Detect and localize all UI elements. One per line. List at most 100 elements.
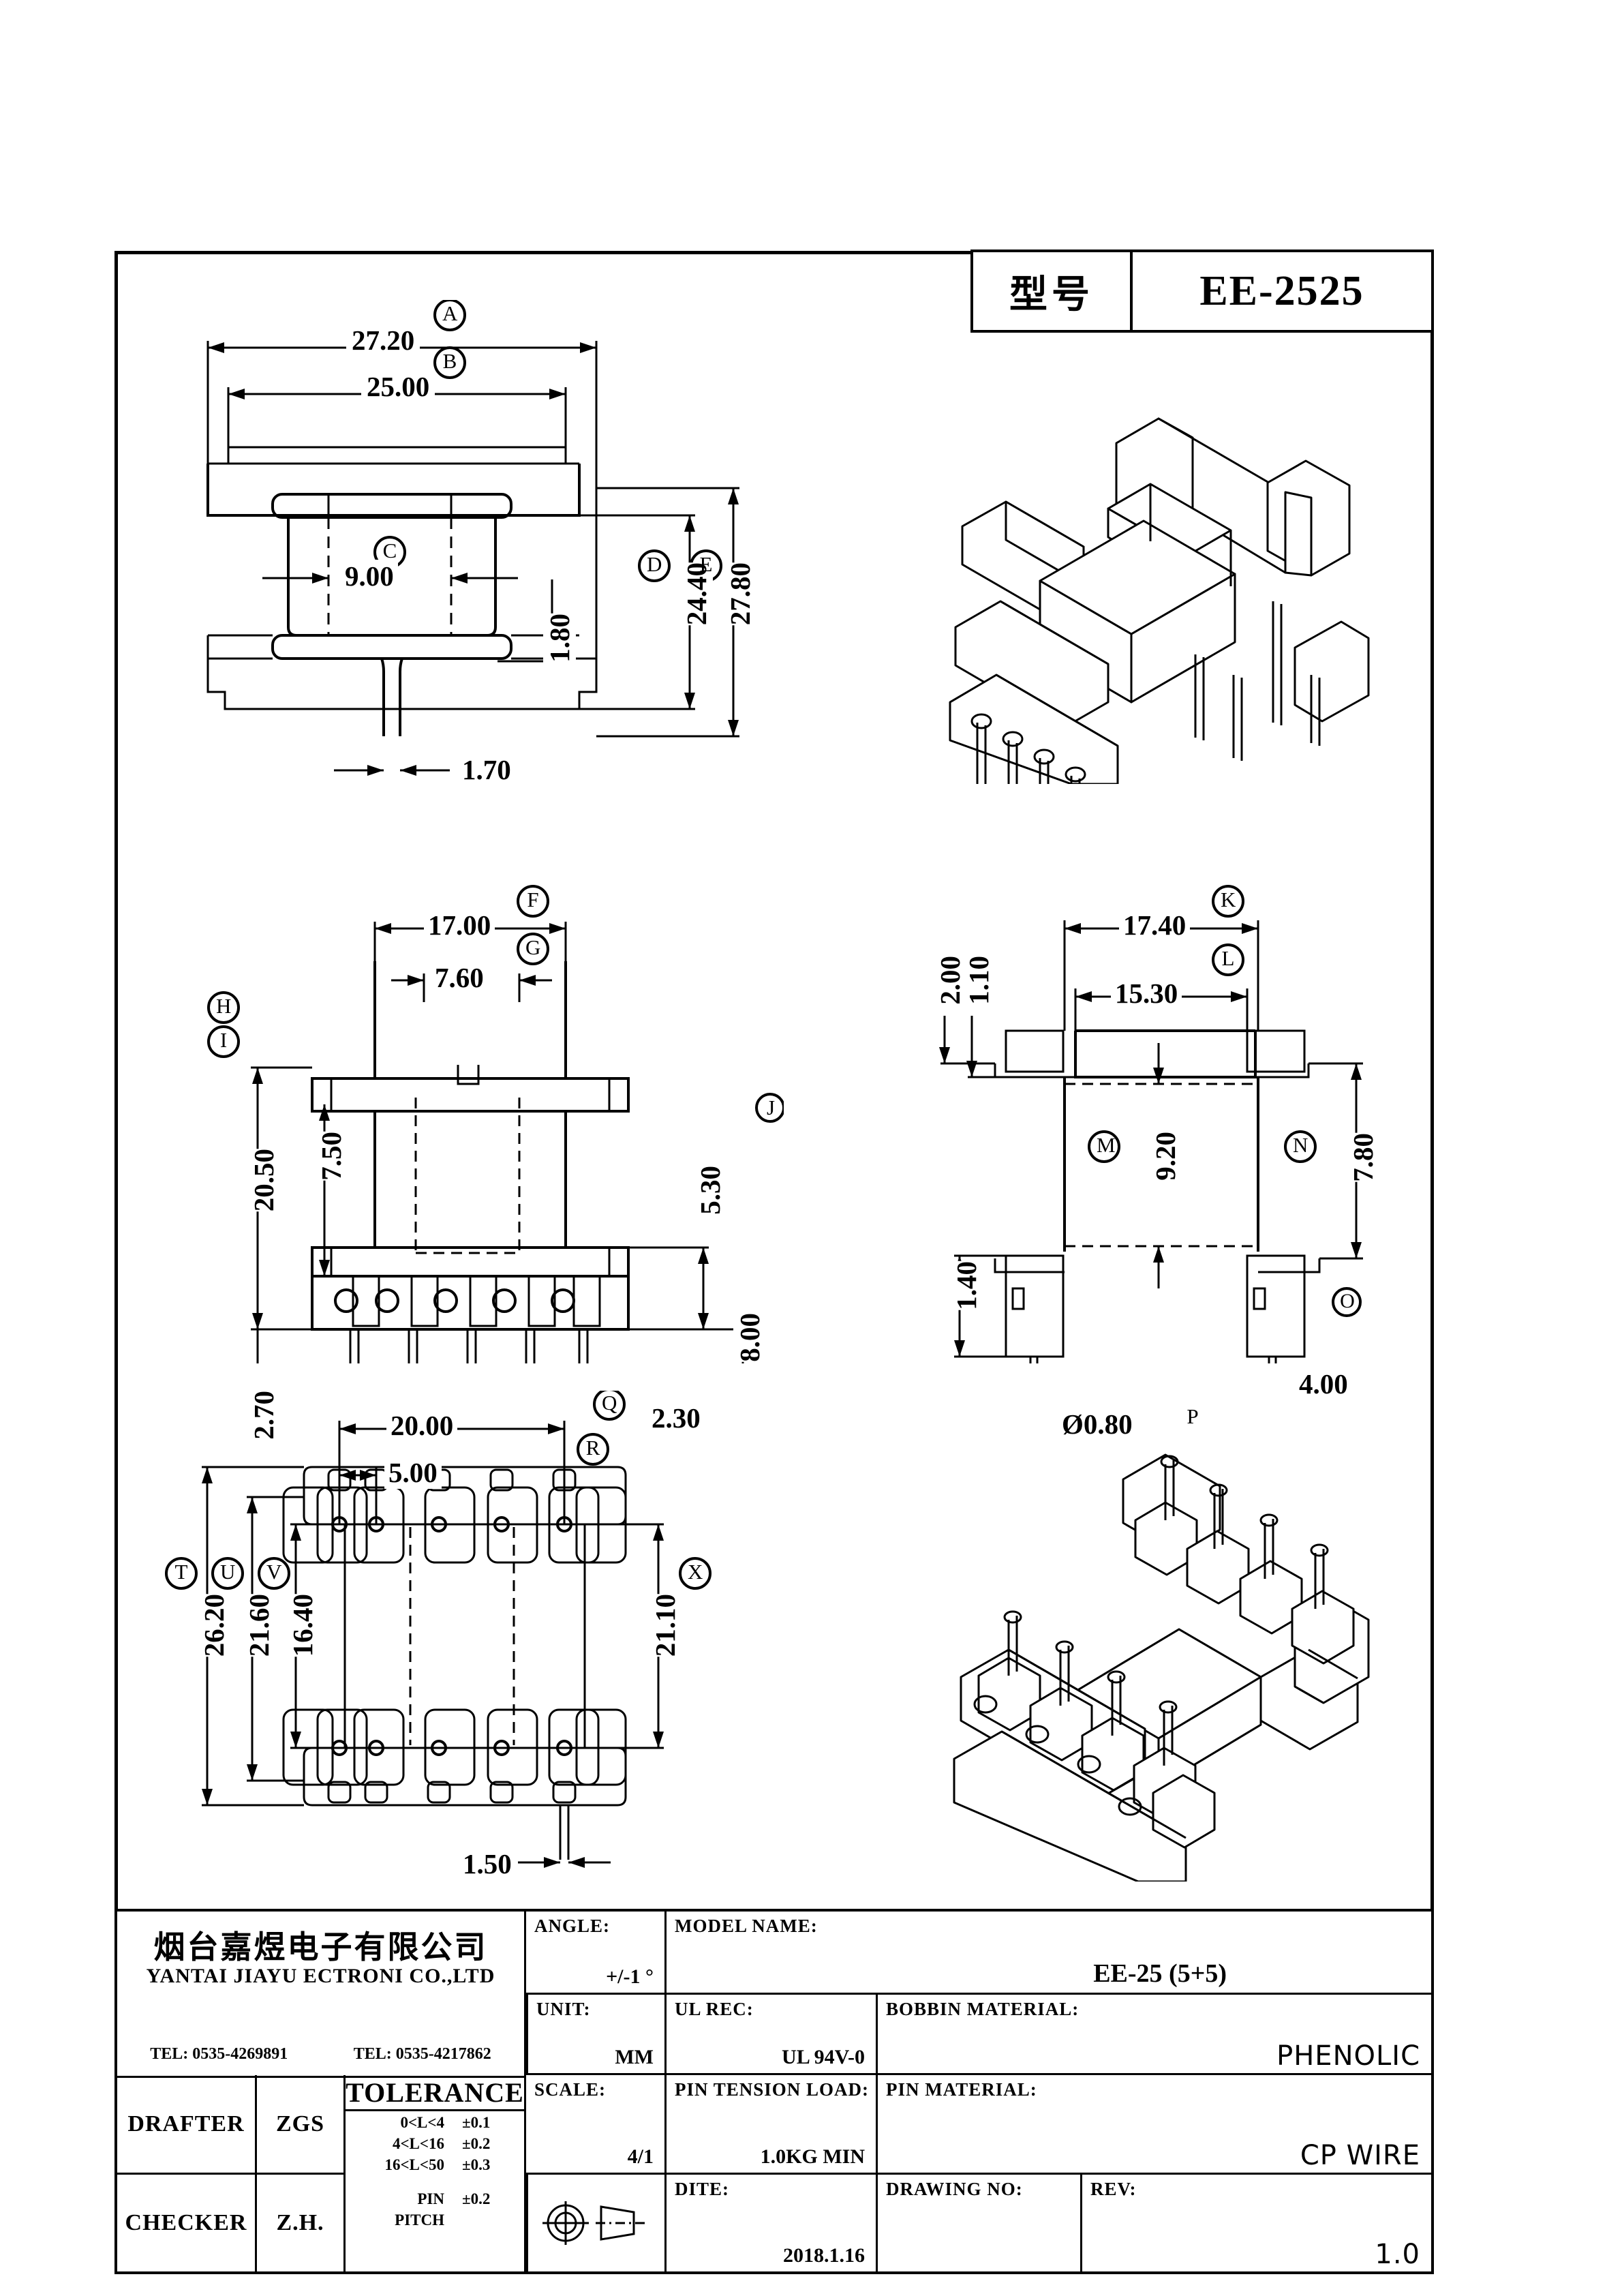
checker-label-cell: CHECKER [117,2175,257,2271]
rear-elevation-labels: 17.40 15.30 2.00 1.10 9.20 7.80 1.40 Ø0.… [886,879,1499,1440]
unit-label: UNIT: [536,1999,591,2019]
tolerance-list: 0<L<4 ±0.1 4<L<16 ±0.2 16<L<50 ±0.3 PIN … [346,2112,524,2230]
balloon-M: M [1097,1133,1116,1157]
balloon-B: B [442,349,457,373]
dim-dia-0-80: Ø0.80 [1058,1408,1137,1440]
side-elevation-labels: 17.00 7.60 20.50 7.50 5.30 8.00 2.70 2.3… [170,879,784,1440]
balloon-A: A [442,301,458,325]
scale-cell: SCALE: 4/1 [526,2075,667,2175]
pin-tension-value: 1.0KG MIN [760,2145,865,2169]
rev-value: 1.0 [1375,2239,1420,2270]
tolerance-value: ±0.1 [462,2114,491,2132]
tolerance-row: 16<L<50 ±0.3 [346,2154,524,2175]
balloon-D: D [647,552,662,576]
dim-1-10: 1.10 [962,956,995,1005]
company-name-cn: 烟台嘉煜电子有限公司 [153,1929,488,1965]
dim-9-00: 9.00 [341,560,398,592]
dim-15-30: 15.30 [1111,977,1182,1010]
dim-7-80: 7.80 [1347,1133,1379,1182]
model-value: EE-2525 [1199,267,1364,314]
balloon-C: C [382,539,397,562]
pin-material-cell: PIN MATERIAL: CP WIRE [878,2075,1431,2175]
drawing-no-label: DRAWING NO: [886,2179,1023,2200]
company-cell: 烟台嘉煜电子有限公司 YANTAI JIAYU ECTRONI CO.,LTD … [117,1912,526,2078]
tolerance-range: 4<L<16 [392,2135,444,2153]
rear-elevation-view [886,879,1499,1363]
rev-label: REV: [1090,2179,1137,2200]
balloon-O: O [1340,1290,1355,1312]
balloon-K: K [1221,888,1236,911]
dim-21-60: 21.60 [243,1594,275,1657]
bobbin-material-cell: BOBBIN MATERIAL: PHENOLIC [878,1995,1431,2076]
balloon-N: N [1293,1133,1309,1157]
unit-value: MM [615,2046,654,2069]
model-header-box: 型号 EE-2525 [970,250,1434,333]
balloon-U: U [220,1560,236,1584]
dim-1-40: 1.40 [950,1261,983,1310]
angle-cell: ANGLE: +/-1 ° [526,1912,667,1995]
balloon-J: J [766,1096,776,1119]
tolerance-row: PIN PITCH ±0.2 [346,2188,524,2231]
tolerance-range: 16<L<50 [384,2156,444,2174]
title-block: 烟台嘉煜电子有限公司 YANTAI JIAYU ECTRONI CO.,LTD … [114,1909,1434,2275]
dim-17-40: 17.40 [1119,909,1191,941]
first-angle-projection-icon [542,2201,647,2246]
dim-1-70: 1.70 [458,753,515,786]
tolerance-value: ±0.2 [462,2135,491,2153]
front-elevation-labels: 27.20 25.00 9.00 1.80 24.40 27.80 1.70 A… [157,300,756,818]
dim-17-00: 17.00 [424,909,495,941]
balloon-P: P [1187,1404,1199,1428]
rev-cell: REV: 1.0 [1082,2175,1431,2271]
ul-rec-cell: UL REC: UL 94V-0 [667,1995,878,2076]
dim-1-50: 1.50 [459,1847,516,1880]
tolerance-value: ±0.2 [462,2190,491,2207]
tolerance-cell: TOLERANCE 0<L<4 ±0.1 4<L<16 ±0.2 16<L<50… [346,2075,526,2275]
angle-value: +/-1 ° [606,1965,654,1988]
dim-2-30: 2.30 [647,1402,705,1434]
dim-8-00: 8.00 [733,1313,766,1362]
drafter-value: ZGS [275,2111,325,2136]
dim-9-20: 9.20 [1149,1132,1182,1181]
side-elevation-view [170,879,784,1363]
bobbin-material-label: BOBBIN MATERIAL: [886,1999,1080,2019]
balloon-X: X [688,1560,703,1584]
dim-20-50: 20.50 [247,1149,280,1212]
pin-tension-cell: PIN TENSION LOAD: 1.0KG MIN [667,2075,878,2175]
tolerance-range: 0<L<4 [400,2114,444,2132]
isometric-view-top [913,402,1445,784]
tolerance-value: ±0.3 [462,2156,491,2174]
balloon-H: H [216,994,232,1018]
tel-1: TEL: 0535-4269891 [150,2045,288,2063]
date-cell: DITE: 2018.1.16 [667,2175,878,2271]
model-name-cell: MODEL NAME: EE-25 (5+5) [667,1912,1431,1995]
company-name-en: YANTAI JIAYU ECTRONI CO.,LTD [146,1965,495,1987]
company-phones: TEL: 0535-4269891 TEL: 0535-4217862 [117,2045,524,2064]
checker-value: Z.H. [276,2210,324,2236]
dim-26-20: 26.20 [198,1594,230,1657]
checker-label: CHECKER [125,2210,247,2236]
ul-rec-value: UL 94V-0 [782,2046,865,2069]
drafter-label-cell: DRAFTER [117,2075,257,2175]
date-value: 2018.1.16 [783,2244,865,2267]
balloon-E: E [699,552,713,576]
dim-16-40: 16.40 [286,1594,319,1657]
scale-value: 4/1 [627,2145,654,2169]
ul-rec-label: UL REC: [675,1999,754,2019]
pin-material-value: CP WIRE [1300,2140,1420,2172]
tolerance-range: PIN PITCH [395,2190,444,2229]
dim-27-80: 27.80 [724,562,756,626]
unit-cell: UNIT: MM [526,1995,667,2076]
dim-7-50: 7.50 [315,1132,348,1181]
dim-1-80: 1.80 [543,614,576,663]
pin-tension-label: PIN TENSION LOAD: [675,2079,870,2100]
tel-2: TEL: 0535-4217862 [353,2045,491,2063]
angle-label: ANGLE: [534,1916,611,1936]
model-name-label: MODEL NAME: [675,1916,818,1936]
front-elevation-view [157,300,756,818]
date-label: DITE: [675,2179,730,2200]
balloon-V: V [266,1560,282,1584]
balloon-Q: Q [602,1391,617,1415]
dim-25-00: 25.00 [361,370,435,403]
checker-value-cell: Z.H. [257,2175,346,2271]
scale-label: SCALE: [534,2079,607,2100]
